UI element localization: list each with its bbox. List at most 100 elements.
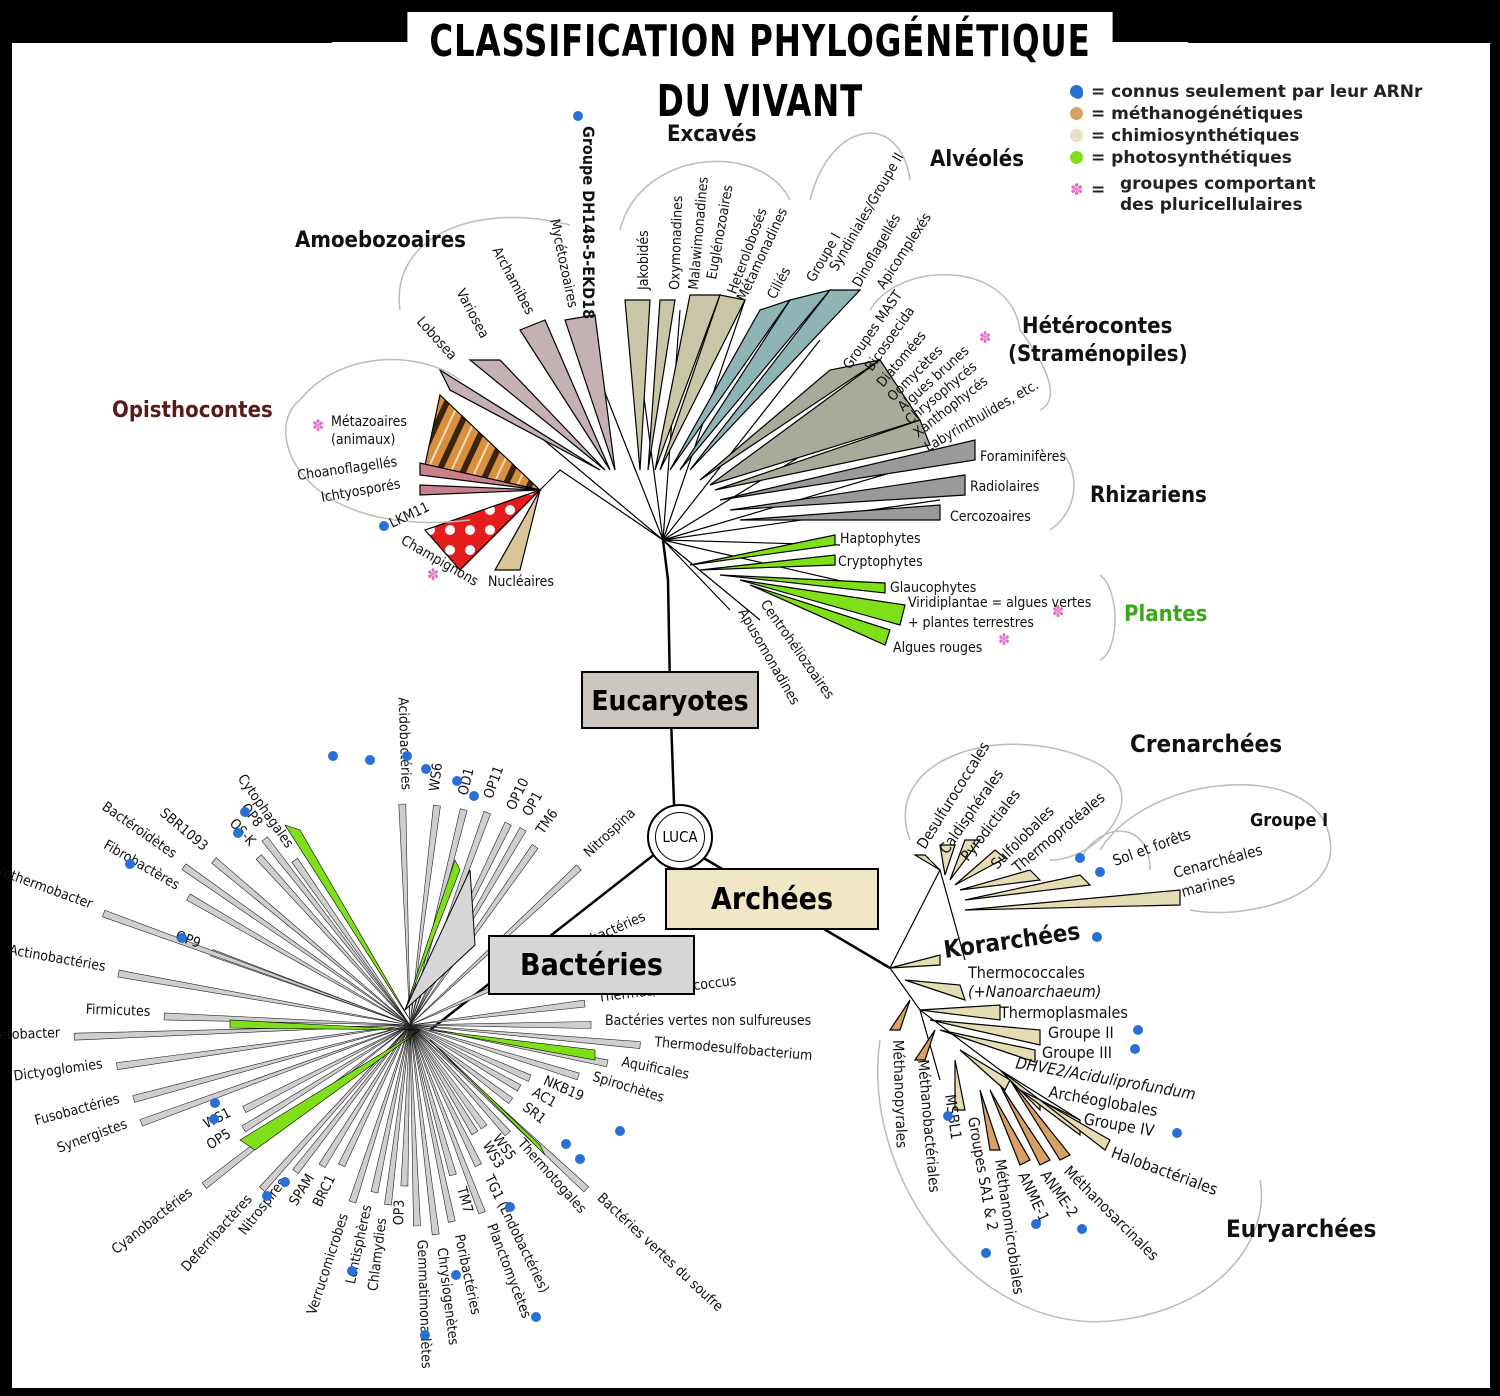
tan-dot-icon <box>1070 107 1083 120</box>
legend-equals: = <box>1091 82 1106 102</box>
rna-only-dot-icon <box>240 807 250 817</box>
taxon-synerg: Synergistes <box>55 1116 129 1156</box>
clade-mycetozoa <box>564 314 616 471</box>
bacteria-branch <box>409 1024 486 1215</box>
taxon-copro: Coprothermobacter <box>0 855 95 912</box>
clade-red-algae <box>749 584 891 646</box>
clade-foraminifera <box>719 439 976 501</box>
clade-halobacteriales <box>1039 1099 1111 1151</box>
clade-fungi <box>423 489 541 571</box>
clade-thermoproteales <box>959 869 1042 891</box>
domain-box-eukaryotes: Eucaryotes <box>581 671 759 729</box>
clade-dhve2 <box>959 1049 1011 1091</box>
taxon-lkm11: LKM11 <box>387 499 432 531</box>
taxon-archamibes: Archamibes <box>488 244 537 317</box>
bacteria-branch <box>398 803 411 1026</box>
clade-green-sulfur <box>429 1039 546 1156</box>
rna-only-dot-icon <box>943 1111 953 1121</box>
clade-methanobacteriales <box>913 1029 936 1061</box>
legend-label: méthanogénétiques <box>1111 104 1304 124</box>
group-euryarchaeota: Euryarchées <box>1226 1215 1376 1243</box>
clade-jakobids <box>624 299 651 471</box>
title-rule-right <box>1188 40 1500 43</box>
bacteria-branch <box>409 1024 440 1236</box>
rna-only-dot-icon <box>531 1312 541 1322</box>
bacteria-branch <box>242 1024 411 1113</box>
rna-only-dot-icon <box>365 755 375 765</box>
clade-variosea <box>468 359 606 471</box>
taxon-ws6: WS6 <box>427 762 446 792</box>
arc-euryarchaeota <box>877 1039 1263 1323</box>
arc-rhizaria <box>1049 449 1075 531</box>
clade-glaucophytes <box>719 574 886 594</box>
bacteria-branch <box>384 1024 411 1206</box>
domain-box-archaea: Archées <box>665 868 879 930</box>
taxon-cercozoa: Cercozoaires <box>950 509 1031 525</box>
clade-groupe-III <box>939 1029 1036 1063</box>
legend-label: chimiosynthétiques <box>1111 126 1300 146</box>
taxon-ciliates: Ciliés <box>764 265 794 302</box>
branch <box>661 539 677 833</box>
taxon-viridiplantae: Viridiplantae = algues vertes <box>908 595 1091 611</box>
bacteria-branch <box>241 1024 411 1133</box>
legend: = connus seulement par leur ARNr = métha… <box>1070 82 1500 222</box>
taxon-thermoplasmales: Thermoplasmales <box>999 1003 1128 1022</box>
luca-circle: LUCA <box>647 804 713 870</box>
diagram-title: CLASSIFICATION PHYLOGÉNÉTIQUE DU VIVANT <box>407 12 1113 127</box>
clade-cercozoa <box>739 504 941 521</box>
rna-only-dot-icon <box>347 1266 357 1276</box>
clade-archamibes <box>519 319 611 471</box>
bacteria-branch <box>348 1024 411 1204</box>
legend-item-methanogenic: = méthanogénétiques <box>1070 104 1303 126</box>
bacteria-branch <box>139 1024 411 1127</box>
clade-nucleariids <box>493 489 541 571</box>
group-arcs <box>285 132 1116 661</box>
rna-only-dot-icon <box>402 751 412 761</box>
taxon-firmi: Firmicutes <box>85 1002 150 1020</box>
clade-pyrodictiales <box>949 839 982 881</box>
rna-only-dot-icon <box>421 764 431 774</box>
bacteria-branch <box>409 999 586 1026</box>
taxon-op3: OP3 <box>391 1199 408 1225</box>
bacteria-branch <box>291 857 411 1026</box>
arc-crenarchaeota <box>904 743 1123 861</box>
group-heterokonts: Hétérocontes <box>1022 314 1172 339</box>
beige-dot-icon <box>1070 129 1083 142</box>
group-amoebozoa: Amoebozoaires <box>295 228 466 253</box>
taxon-soufre: Bactéries vertes du soufre <box>594 1190 726 1315</box>
clade-green-nonsulfur <box>429 1029 596 1061</box>
rna-only-dot-icon <box>262 1191 272 1201</box>
legend-equals: = <box>1091 104 1106 124</box>
clade-korarchaeota <box>889 954 941 969</box>
clade-cryptophytes <box>699 554 836 571</box>
taxon-thermococcales: Thermococcales <box>967 963 1085 982</box>
group-archaea-groupe-I: Groupe I <box>1250 810 1328 831</box>
rna-only-dot-icon <box>1031 1219 1041 1229</box>
rna-only-dot-icon <box>615 1126 625 1136</box>
bacteria-branch <box>259 1024 411 1193</box>
clade-oxymonads <box>647 299 676 471</box>
bacteria-branch <box>409 1024 532 1082</box>
rna-only-dot-icon <box>1077 1224 1087 1234</box>
group-crenarchaeota: Crenarchées <box>1130 730 1282 758</box>
clade-thermococcales <box>904 979 966 1001</box>
taxon-op11: OP11 <box>481 764 508 801</box>
bacteria-branch <box>409 1024 457 1177</box>
title-rule-left <box>12 40 332 43</box>
clade-proteobacteria <box>404 869 476 1011</box>
taxon-verruco: Verrucomicrobes <box>304 1212 352 1317</box>
taxon-aquif: Aquificales <box>620 1054 690 1083</box>
rna-only-dot-icon <box>575 1154 585 1164</box>
group-plants: Plantes <box>1124 602 1207 627</box>
group-korarchaeota: Korarchées <box>942 917 1082 964</box>
bacteria-branch <box>400 1024 411 1187</box>
bacteria-branch <box>409 1024 479 1136</box>
clade-methanopyrales <box>888 999 911 1031</box>
clade-proteo-green <box>404 859 461 1011</box>
taxon-haptophytes: Haptophytes <box>840 531 921 547</box>
taxon-mycetozoa: Mycétozoaires <box>546 218 580 310</box>
domain-box-bacteria: Bactéries <box>488 935 695 995</box>
bacteria-branch <box>409 1024 522 1092</box>
legend-equals: = <box>1091 126 1106 146</box>
